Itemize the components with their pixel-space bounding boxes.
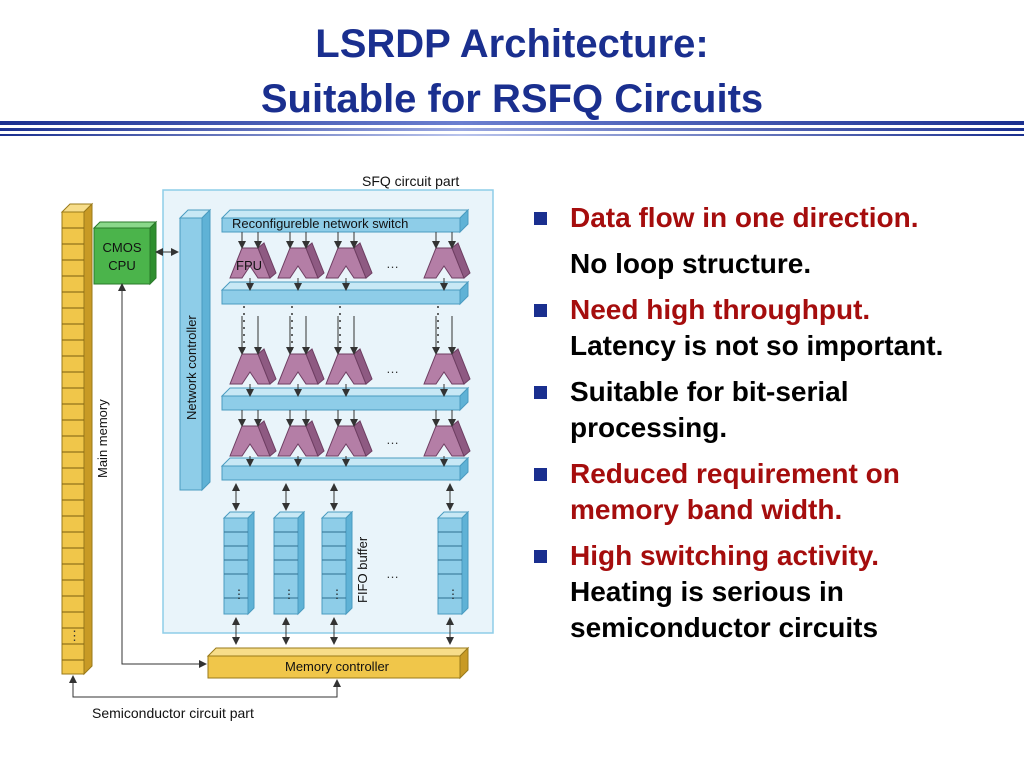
cmos-label: CMOS bbox=[103, 240, 142, 255]
fpu-unit bbox=[325, 410, 373, 467]
bullet-black-text: Suitable for bit-serial processing. bbox=[570, 376, 849, 443]
fpu-unit bbox=[325, 316, 373, 397]
bullet-black-text: Latency is not so important. bbox=[570, 330, 944, 361]
fifo-buffer-column: ⋮ bbox=[436, 483, 470, 645]
fpu-unit bbox=[325, 232, 373, 291]
fpu-unit bbox=[423, 232, 471, 291]
fpu-unit bbox=[229, 316, 277, 397]
data-bus bbox=[220, 280, 470, 306]
cpu-label: CPU bbox=[108, 258, 135, 273]
network-switch-bus bbox=[220, 208, 470, 234]
cpu-memory-controller-line bbox=[118, 283, 207, 668]
memory-controller-bar bbox=[206, 646, 470, 680]
fifo-ellipsis: … bbox=[386, 566, 399, 581]
bullet-square-icon bbox=[534, 212, 547, 225]
fpu-row2-ellipsis: … bbox=[386, 361, 399, 376]
bullet-item: Data flow in one direction. bbox=[532, 200, 1012, 236]
bullet-square-icon bbox=[534, 304, 547, 317]
fpu-label: FPU bbox=[236, 258, 262, 273]
fpu-unit bbox=[277, 316, 325, 397]
data-bus bbox=[220, 456, 470, 482]
bullet-red-text: Reduced requirement on memory band width… bbox=[570, 458, 900, 525]
fpu-unit bbox=[229, 232, 277, 291]
cmos-cpu-block bbox=[92, 220, 158, 286]
bullet-list: Data flow in one direction. No loop stru… bbox=[532, 200, 1012, 656]
fifo-buffer-column: ⋮ bbox=[222, 483, 256, 645]
lsrdp-architecture-diagram: SFQ circuit part ⋮ Main memory CMOS CPU … bbox=[60, 173, 494, 721]
memory-controller-label: Memory controller bbox=[285, 659, 390, 674]
semiconductor-circuit-label: Semiconductor circuit part bbox=[92, 705, 254, 721]
network-controller-label: Network controller bbox=[184, 315, 199, 420]
bullet-item: Need high throughput. Latency is not so … bbox=[532, 292, 1012, 364]
fpu-unit bbox=[423, 316, 471, 397]
bullet-square-icon bbox=[534, 550, 547, 563]
sfq-circuit-label: SFQ circuit part bbox=[362, 173, 459, 189]
fpu-unit bbox=[277, 232, 325, 291]
slide-title-line2: Suitable for RSFQ Circuits bbox=[260, 77, 764, 121]
bullet-square-icon bbox=[534, 468, 547, 481]
fpu-unit bbox=[229, 410, 277, 467]
bullet-sub-note: No loop structure. bbox=[570, 248, 812, 279]
fpu-unit bbox=[277, 410, 325, 467]
fifo-buffer-column: ⋮ bbox=[272, 483, 306, 645]
bullet-red-text: Data flow in one direction. bbox=[570, 202, 919, 233]
svg-text:⋮: ⋮ bbox=[233, 587, 245, 601]
fpu-unit bbox=[423, 410, 471, 467]
bullet-black-text: Heating is serious in semiconductor circ… bbox=[570, 576, 879, 643]
bullet-red-text: High switching activity. bbox=[570, 540, 880, 571]
slide-title-line1: LSRDP Architecture: bbox=[315, 22, 709, 66]
main-memory-label: Main memory bbox=[95, 399, 110, 478]
bullet-item: Reduced requirement on memory band width… bbox=[532, 456, 1012, 528]
bullet-red-text: Need high throughput. bbox=[570, 294, 871, 325]
svg-text:⋮: ⋮ bbox=[447, 587, 459, 601]
fifo-buffer-label: FIFO buffer bbox=[355, 536, 370, 603]
fpu-row1-ellipsis: … bbox=[386, 256, 399, 271]
network-switch-label: Reconfigureble network switch bbox=[232, 216, 408, 231]
bullet-item: Suitable for bit-serial processing. bbox=[532, 374, 1012, 446]
data-bus bbox=[220, 386, 470, 412]
fpu-row3-ellipsis: … bbox=[386, 432, 399, 447]
svg-text:⋮: ⋮ bbox=[283, 587, 295, 601]
fifo-buffer-column: ⋮ bbox=[320, 483, 354, 645]
svg-text:⋮: ⋮ bbox=[331, 587, 343, 601]
main-memory-controller-line bbox=[69, 675, 341, 698]
main-memory-column bbox=[60, 202, 94, 676]
bullet-item: High switching activity. Heating is seri… bbox=[532, 538, 1012, 646]
bullet-square-icon bbox=[534, 386, 547, 399]
main-memory-vdots: ⋮ bbox=[68, 628, 81, 643]
